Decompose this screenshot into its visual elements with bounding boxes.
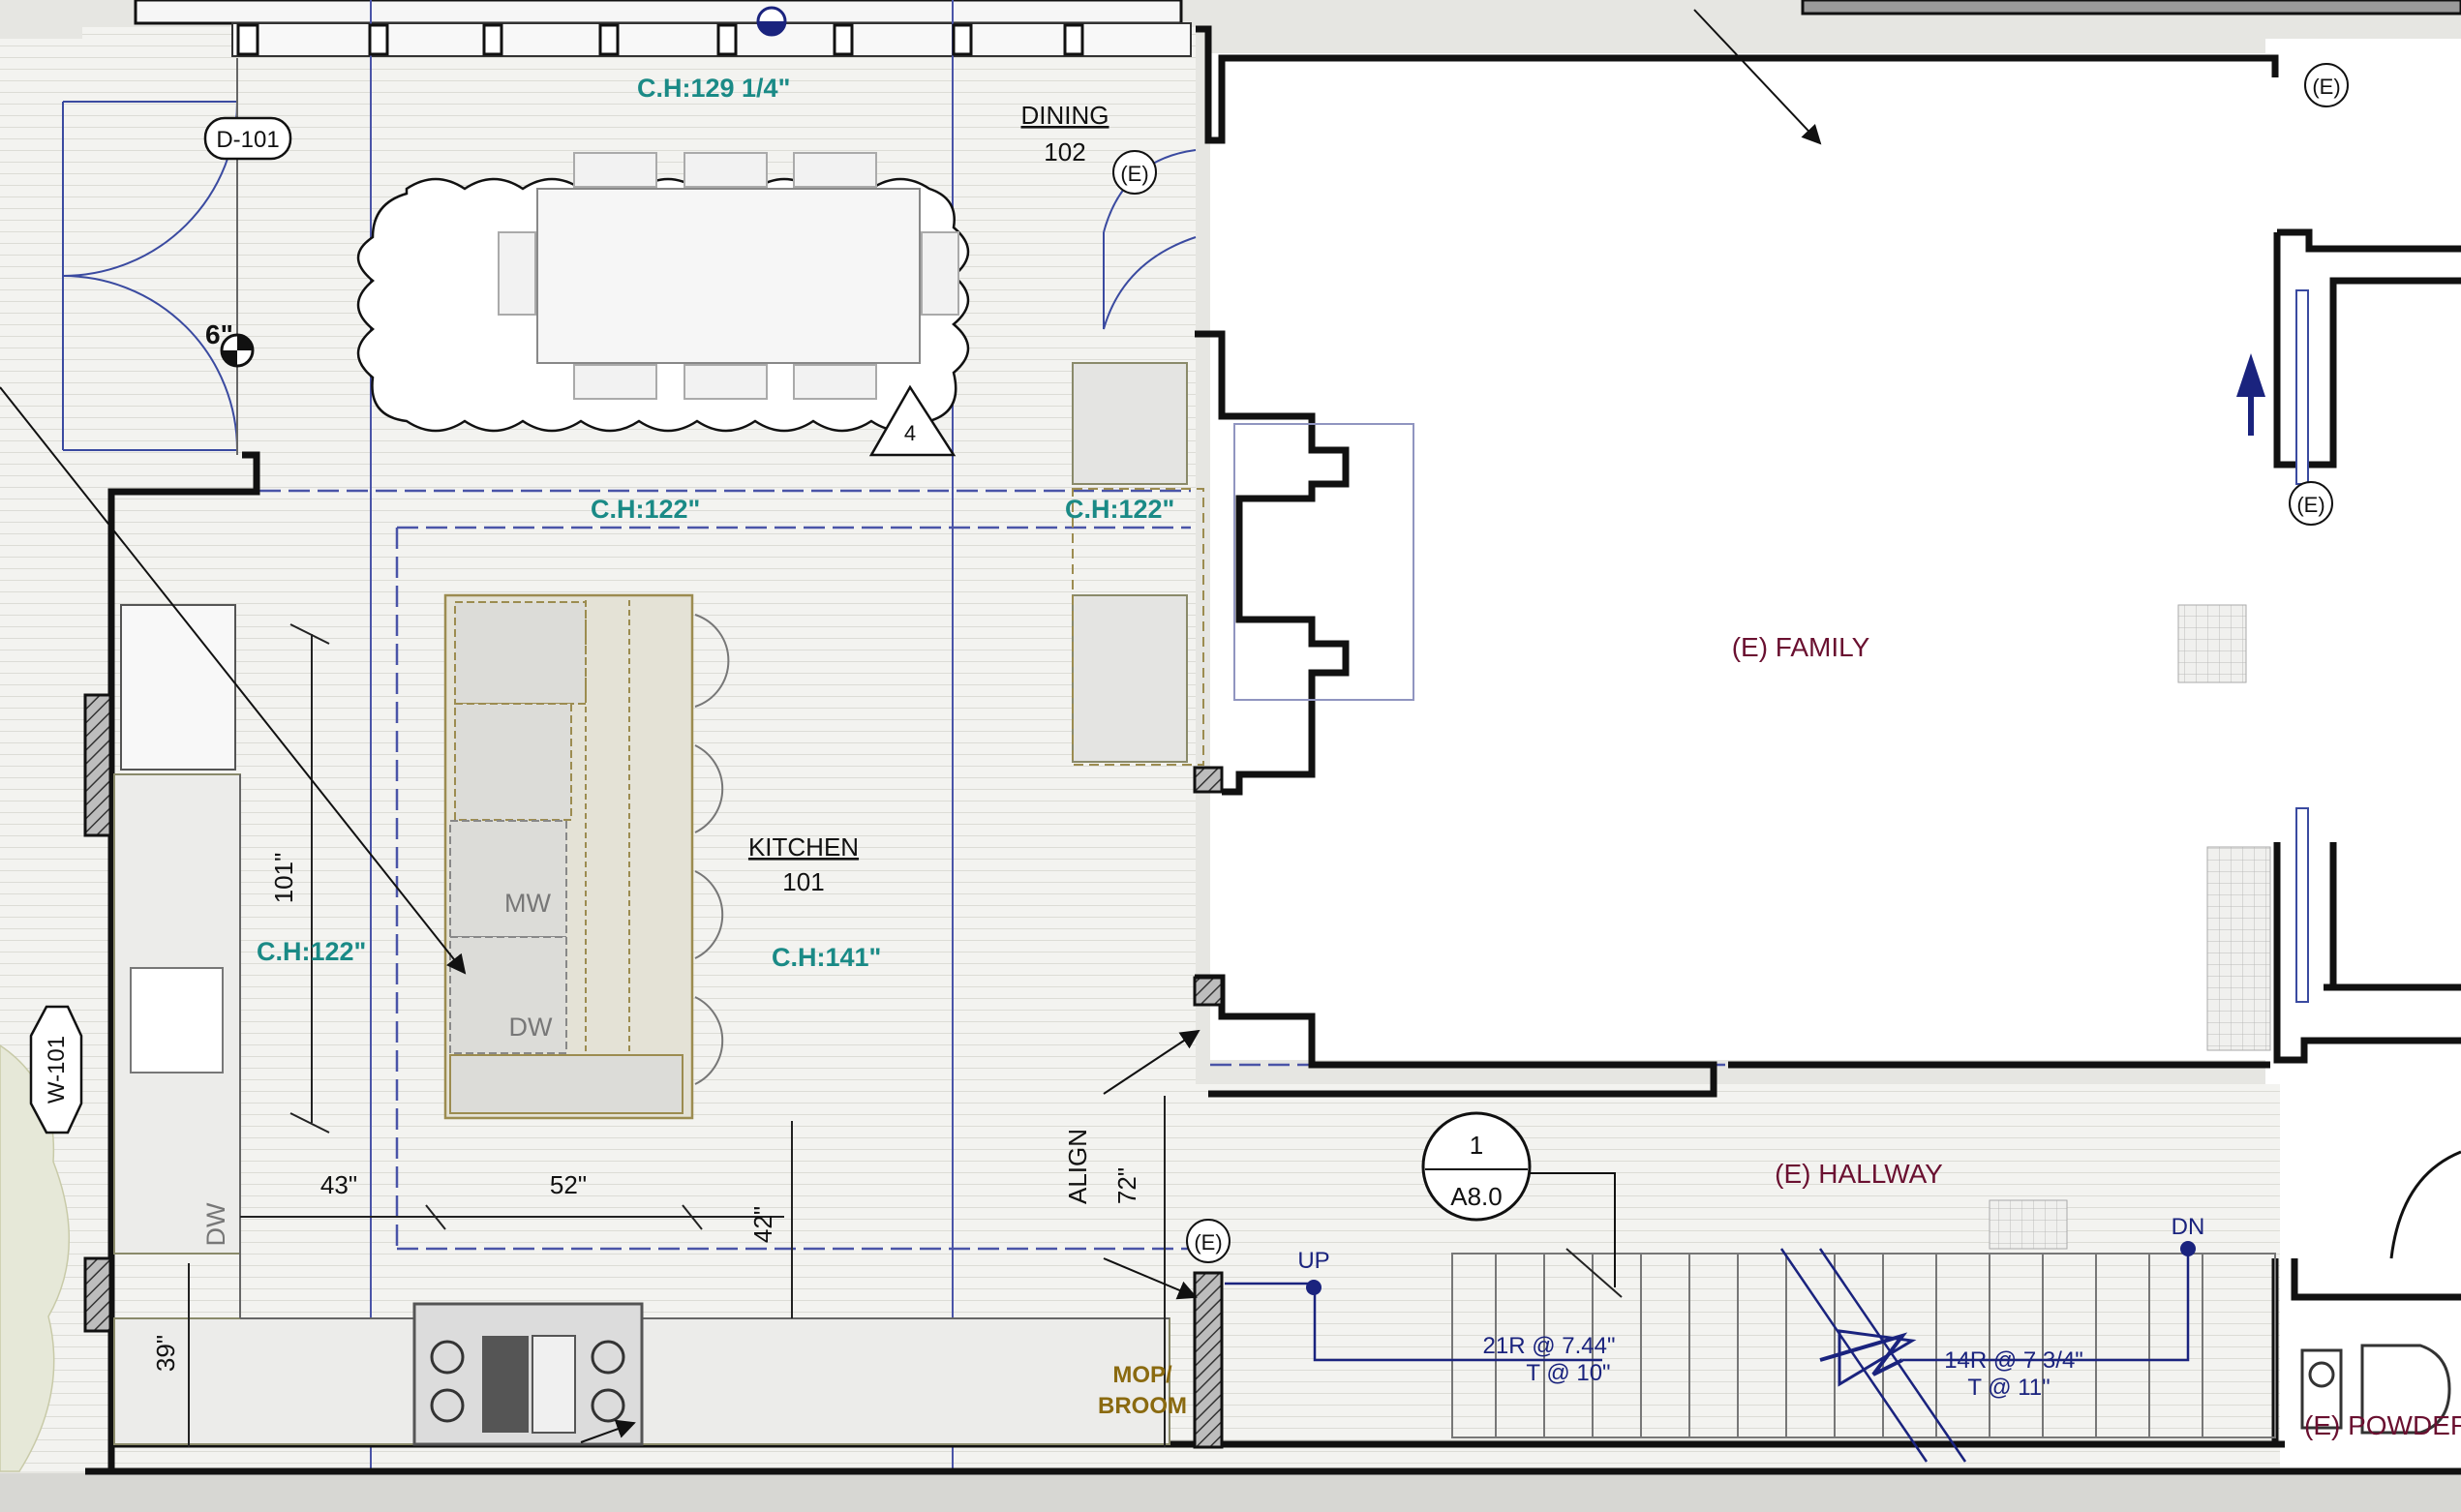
existing-tag-north: (E) [2312,75,2340,99]
family-window-1 [2295,289,2309,485]
family-floor-register-2 [2206,846,2271,1051]
ch-dining: C.H:129 1/4" [637,74,790,103]
dimension-lines [188,623,1166,1447]
north-window-mullions [236,23,1084,56]
section-sheet: A8.0 [1450,1182,1503,1211]
grid-bubble-fill-icon [758,21,785,35]
stair-run [1451,1253,2276,1438]
dim-island-depth: 101" [269,853,298,904]
north-strip [134,0,1183,25]
pantry-cabinet [1072,594,1188,763]
ch-kitchen-center: C.H:141" [772,943,881,972]
hallway-west-pier [1193,1271,1224,1449]
fireplace-pier-bottom [1193,976,1224,1007]
bottom-strip [0,1473,2461,1512]
door-tag-label: D-101 [216,127,279,153]
window-tag [29,1005,83,1134]
section-marker [1421,1111,1532,1222]
room-kitchen-name: KITCHEN [748,832,859,862]
dining-built-in [1072,362,1188,485]
fireplace-pier-top [1193,766,1224,794]
range-hood-cabinet [120,604,236,771]
sink [130,967,224,1074]
pantry-dashed [1072,488,1204,766]
existing-tag-dining: (E) [1120,162,1148,186]
label-broom: BROOM [1098,1393,1187,1419]
stair-path [1225,1241,2196,1463]
dim-align: ALIGN [1063,1129,1092,1204]
revision-triangle [868,384,957,457]
kitchen-island [443,593,694,1120]
section-cut-path [1530,1172,1616,1287]
label-dishwasher-island: DW [509,1013,553,1042]
east-strip [2265,39,2461,1471]
existing-tag-circles [1112,63,2349,1263]
dim-52: 52" [550,1170,587,1199]
spot-elevation-fill-icon [222,335,253,366]
powder-door-swing [2389,1150,2461,1259]
revision-number: 4 [904,421,916,445]
section-cut-line [1565,1248,1623,1298]
stair-down: DN [2172,1214,2205,1240]
room-kitchen-number: 101 [782,867,824,896]
dim-43: 43" [320,1170,357,1199]
stair-run2-line2: T @ 11" [1967,1375,2050,1401]
leader-arrows [0,9,1822,1443]
stair-up: UP [1297,1248,1329,1274]
dim-72: 72" [1112,1167,1141,1204]
ch-upper-left: C.H:122" [591,495,700,524]
family-floor-register-1 [2177,604,2247,683]
family-north-wall [1196,25,2279,144]
range-cooktop [412,1302,644,1446]
family-east-wall [2273,228,2461,1064]
north-wall-right [1801,0,2461,15]
west-wall-pier-upper [83,693,112,837]
label-microwave: MW [504,889,551,918]
label-dishwasher-counter: DW [201,1202,230,1246]
hallway-floor-register [1989,1199,2068,1250]
section-number: 1 [1470,1131,1483,1160]
ch-kitchen-left: C.H:122" [257,937,366,966]
stair-run1-line2: T @ 10" [1526,1360,1610,1386]
stair-run2-line1: 14R @ 7 3/4" [1944,1347,2083,1374]
dim-42: 42" [748,1206,777,1243]
dim-6: 6" [205,319,233,349]
dim-39: 39" [151,1335,180,1372]
north-window-band [231,22,1192,57]
existing-tag-hall: (E) [1194,1230,1222,1255]
family-room-floor [1210,53,2265,1060]
toilet-fixture [2300,1344,2451,1435]
window-tag-label: W-101 [44,1036,70,1104]
dining-table-group [356,152,970,433]
label-mop: MOP/ [1112,1362,1172,1388]
island-stools [694,614,730,1085]
dining-table [536,188,921,364]
room-dining-name: DINING [1021,101,1109,130]
room-family: (E) FAMILY [1732,632,1870,662]
west-wall-pier-lower [83,1256,112,1333]
patio-door [62,101,238,451]
room-hallway: (E) HALLWAY [1775,1159,1943,1189]
room-dining-number: 102 [1044,137,1085,166]
room-powder: (E) POWDER [2304,1410,2461,1440]
existing-tag-east: (E) [2296,493,2324,517]
fireplace-wall [1195,330,1350,796]
stair-run1-line1: 21R @ 7.44" [1483,1333,1616,1359]
door-tag [203,116,292,161]
fireplace-hearth [1233,423,1414,701]
family-window-2 [2295,807,2309,1003]
ch-upper-right: C.H:122" [1065,495,1174,524]
